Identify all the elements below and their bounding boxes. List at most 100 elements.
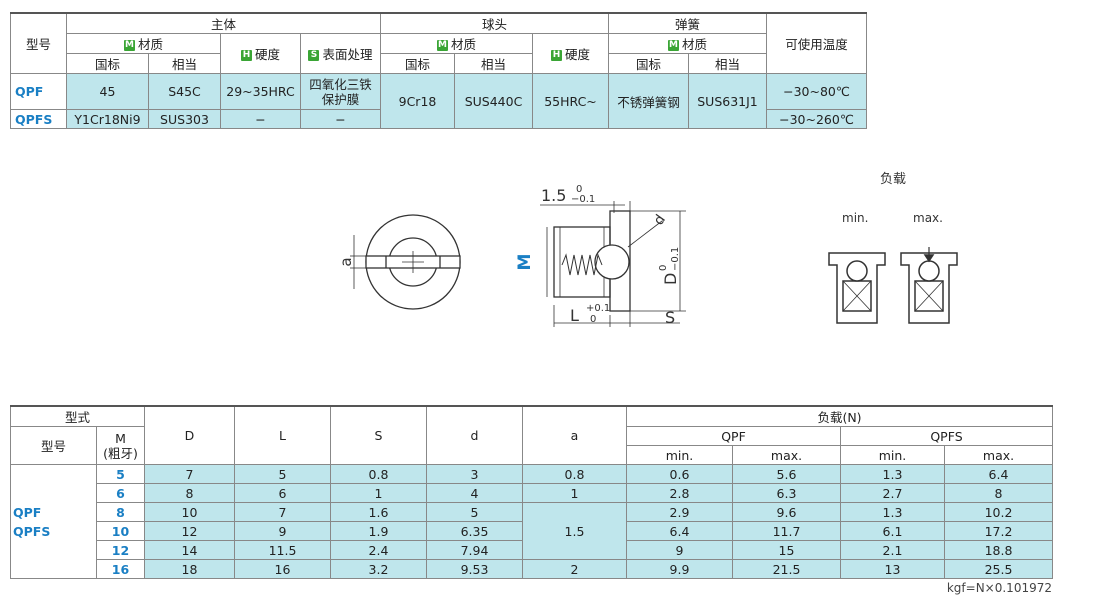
hardness-badge-icon: H — [240, 50, 252, 61]
load-min-label: min. — [842, 211, 868, 225]
qpf-max-cell: 15 — [732, 540, 841, 560]
dimension-table: 型式 D L S d a 负载(N) 型号 M(粗牙) QPF QPFS min… — [10, 405, 1053, 579]
qpf-max-cell: 5.6 — [732, 464, 841, 484]
qpfs-min-cell: 1.3 — [840, 502, 945, 522]
load-title: 负载 — [880, 172, 906, 187]
qpf-max-cell: 9.6 — [732, 502, 841, 522]
label-d: d — [651, 212, 669, 228]
qpfs-min-cell: 13 — [840, 559, 945, 579]
M-cell: 16 — [96, 559, 145, 579]
qpfs-header: QPFS — [840, 426, 1053, 446]
qpfs-max-cell: 6.4 — [944, 464, 1053, 484]
surface-cell: 四氧化三铁 保护膜 — [300, 73, 381, 110]
S-cell: 1.6 — [330, 502, 427, 522]
qpfs-min-cell: 2.7 — [840, 483, 945, 503]
dim-L: L +0.1 0 — [570, 303, 610, 325]
L-cell: 6 — [234, 483, 331, 503]
S-cell: 0.8 — [330, 464, 427, 484]
load-header: 负载(N) — [626, 405, 1053, 427]
d-cell: 4 — [426, 483, 523, 503]
L-header: L — [234, 405, 331, 465]
S-cell: 1 — [330, 483, 427, 503]
D-header: D — [144, 405, 235, 465]
M-cell: 10 — [96, 521, 145, 541]
d-cell: 7.94 — [426, 540, 523, 560]
model-label: QPFS — [13, 523, 51, 539]
qpfs-min-cell: 2.1 — [840, 540, 945, 560]
ball-hardness-cell: 55HRC~ — [532, 73, 609, 129]
label-M: M — [515, 254, 535, 271]
qpfs-max-cell: 8 — [944, 483, 1053, 503]
L-cell: 11.5 — [234, 540, 331, 560]
qpf-max-cell: 21.5 — [732, 559, 841, 579]
body-hardness-cell: 29~35HRC — [220, 73, 301, 110]
svg-text:+0.1: +0.1 — [586, 303, 610, 314]
technical-drawing: a 1.5 0 −0.1 M d D 0 −0.1 L +0.1 0 — [337, 172, 958, 327]
col-model-header: 型号 — [10, 12, 67, 74]
group-body-header: 主体 — [66, 12, 381, 34]
L-cell: 5 — [234, 464, 331, 484]
load-max-label: max. — [913, 211, 943, 225]
surface-cell: − — [300, 109, 381, 129]
S-cell: 1.9 — [330, 521, 427, 541]
hardness-badge-icon: H — [550, 50, 562, 61]
qpf-header: QPF — [626, 426, 841, 446]
svg-text:1.5: 1.5 — [541, 186, 566, 205]
d-header: d — [426, 405, 523, 465]
temp-cell: −30~260℃ — [766, 109, 867, 129]
material-badge-icon: M — [436, 40, 448, 51]
a-cell: 1.5 — [522, 502, 627, 560]
a-cell: 2 — [522, 559, 627, 579]
M-cell: 12 — [96, 540, 145, 560]
body-national-header: 国标 — [66, 53, 149, 74]
qpfs-max-header: max. — [944, 445, 1053, 465]
col-temp-header: 可使用温度 — [766, 12, 867, 74]
material-badge-icon: M — [667, 40, 679, 51]
ball-national-cell: 9Cr18 — [380, 73, 455, 129]
load-min-diagram — [828, 252, 886, 324]
qpf-min-cell: 2.8 — [626, 483, 733, 503]
D-cell: 10 — [144, 502, 235, 522]
group-ball-header: 球头 — [380, 12, 609, 34]
a-cell: 1 — [522, 483, 627, 503]
L-cell: 16 — [234, 559, 331, 579]
label-S: S — [665, 308, 675, 327]
ball-equivalent-header: 相当 — [454, 53, 533, 74]
dim-D: D 0 −0.1 — [658, 247, 681, 285]
body-equivalent-header: 相当 — [148, 53, 221, 74]
qpf-min-cell: 2.9 — [626, 502, 733, 522]
ball-equivalent-cell: SUS440C — [454, 73, 533, 129]
qpf-max-header: max. — [732, 445, 841, 465]
side-view — [540, 201, 686, 327]
qpfs-max-cell: 17.2 — [944, 521, 1053, 541]
model-header: 型号 — [10, 426, 97, 465]
d-cell: 9.53 — [426, 559, 523, 579]
a-cell: 0.8 — [522, 464, 627, 484]
type-header: 型式 — [10, 405, 145, 427]
model-cell: QPFS — [10, 109, 67, 129]
body-equivalent-cell: SUS303 — [148, 109, 221, 129]
D-cell: 8 — [144, 483, 235, 503]
D-cell: 14 — [144, 540, 235, 560]
temp-cell: −30~80℃ — [766, 73, 867, 110]
svg-text:L: L — [570, 306, 579, 325]
qpf-min-cell: 0.6 — [626, 464, 733, 484]
D-cell: 12 — [144, 521, 235, 541]
svg-text:−0.1: −0.1 — [670, 247, 681, 271]
S-cell: 2.4 — [330, 540, 427, 560]
body-equivalent-cell: S45C — [148, 73, 221, 110]
svg-text:−0.1: −0.1 — [571, 194, 595, 205]
L-cell: 9 — [234, 521, 331, 541]
body-national-cell: 45 — [66, 73, 149, 110]
front-view — [350, 214, 461, 310]
qpfs-min-cell: 6.1 — [840, 521, 945, 541]
D-cell: 18 — [144, 559, 235, 579]
